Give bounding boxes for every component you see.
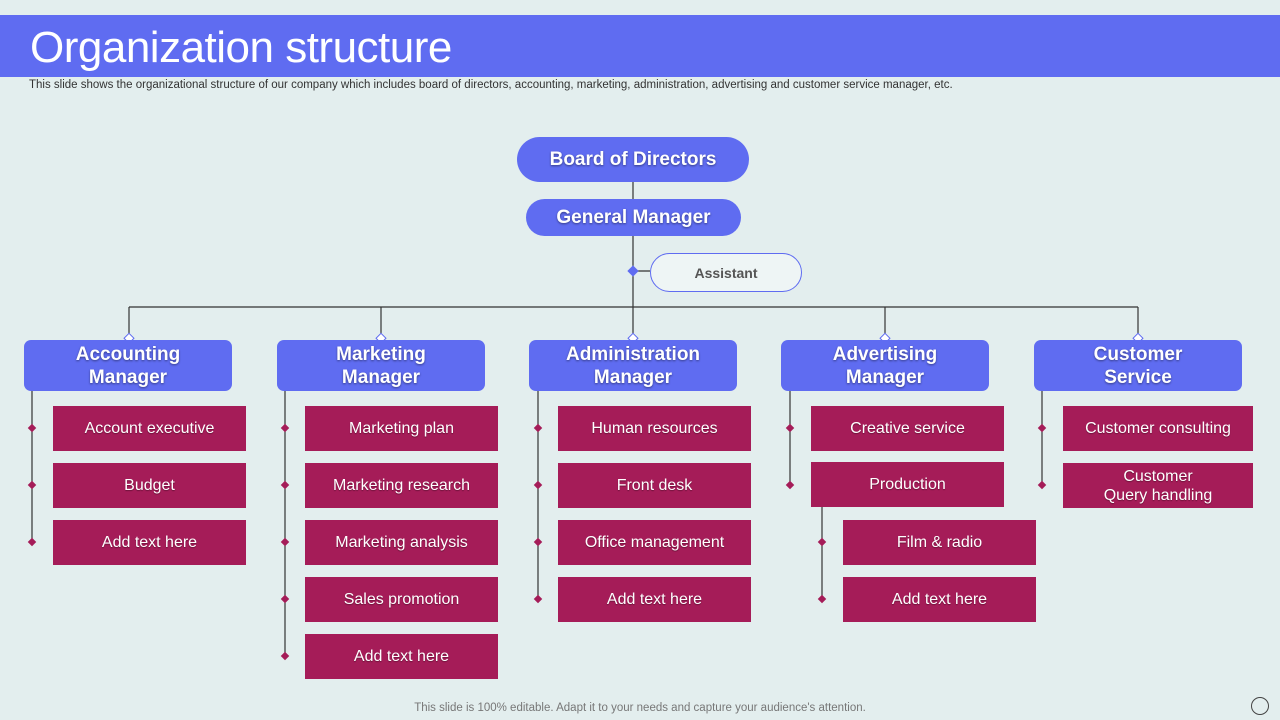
item-marketing-add-text: Add text here: [305, 634, 498, 679]
assistant-node: Assistant: [650, 253, 802, 292]
administration-manager-node: Administration Manager: [529, 340, 737, 391]
item-marketing-analysis: Marketing analysis: [305, 520, 498, 565]
item-accounting-add-text: Add text here: [53, 520, 246, 565]
marketing-manager-node: Marketing Manager: [277, 340, 485, 391]
item-account-executive: Account executive: [53, 406, 246, 451]
page-title: Organization structure: [30, 23, 452, 72]
item-creative-service: Creative service: [811, 406, 1004, 451]
item-budget: Budget: [53, 463, 246, 508]
item-administration-add-text: Add text here: [558, 577, 751, 622]
board-of-directors-node: Board of Directors: [517, 137, 749, 182]
advertising-manager-node: Advertising Manager: [781, 340, 989, 391]
item-customer-query-handling: Customer Query handling: [1063, 463, 1253, 508]
item-film-radio: Film & radio: [843, 520, 1036, 565]
item-marketing-plan: Marketing plan: [305, 406, 498, 451]
item-marketing-research: Marketing research: [305, 463, 498, 508]
item-office-management: Office management: [558, 520, 751, 565]
footer-note: This slide is 100% editable. Adapt it to…: [414, 702, 866, 714]
item-front-desk: Front desk: [558, 463, 751, 508]
item-human-resources: Human resources: [558, 406, 751, 451]
circle-icon: [1251, 697, 1269, 715]
page-subtitle: This slide shows the organizational stru…: [29, 79, 953, 91]
general-manager-node: General Manager: [526, 199, 741, 236]
accounting-manager-node: Accounting Manager: [24, 340, 232, 391]
item-sales-promotion: Sales promotion: [305, 577, 498, 622]
item-production: Production: [811, 462, 1004, 507]
header-bar: [0, 15, 1280, 77]
item-production-add-text: Add text here: [843, 577, 1036, 622]
item-customer-consulting: Customer consulting: [1063, 406, 1253, 451]
customer-service-node: Customer Service: [1034, 340, 1242, 391]
